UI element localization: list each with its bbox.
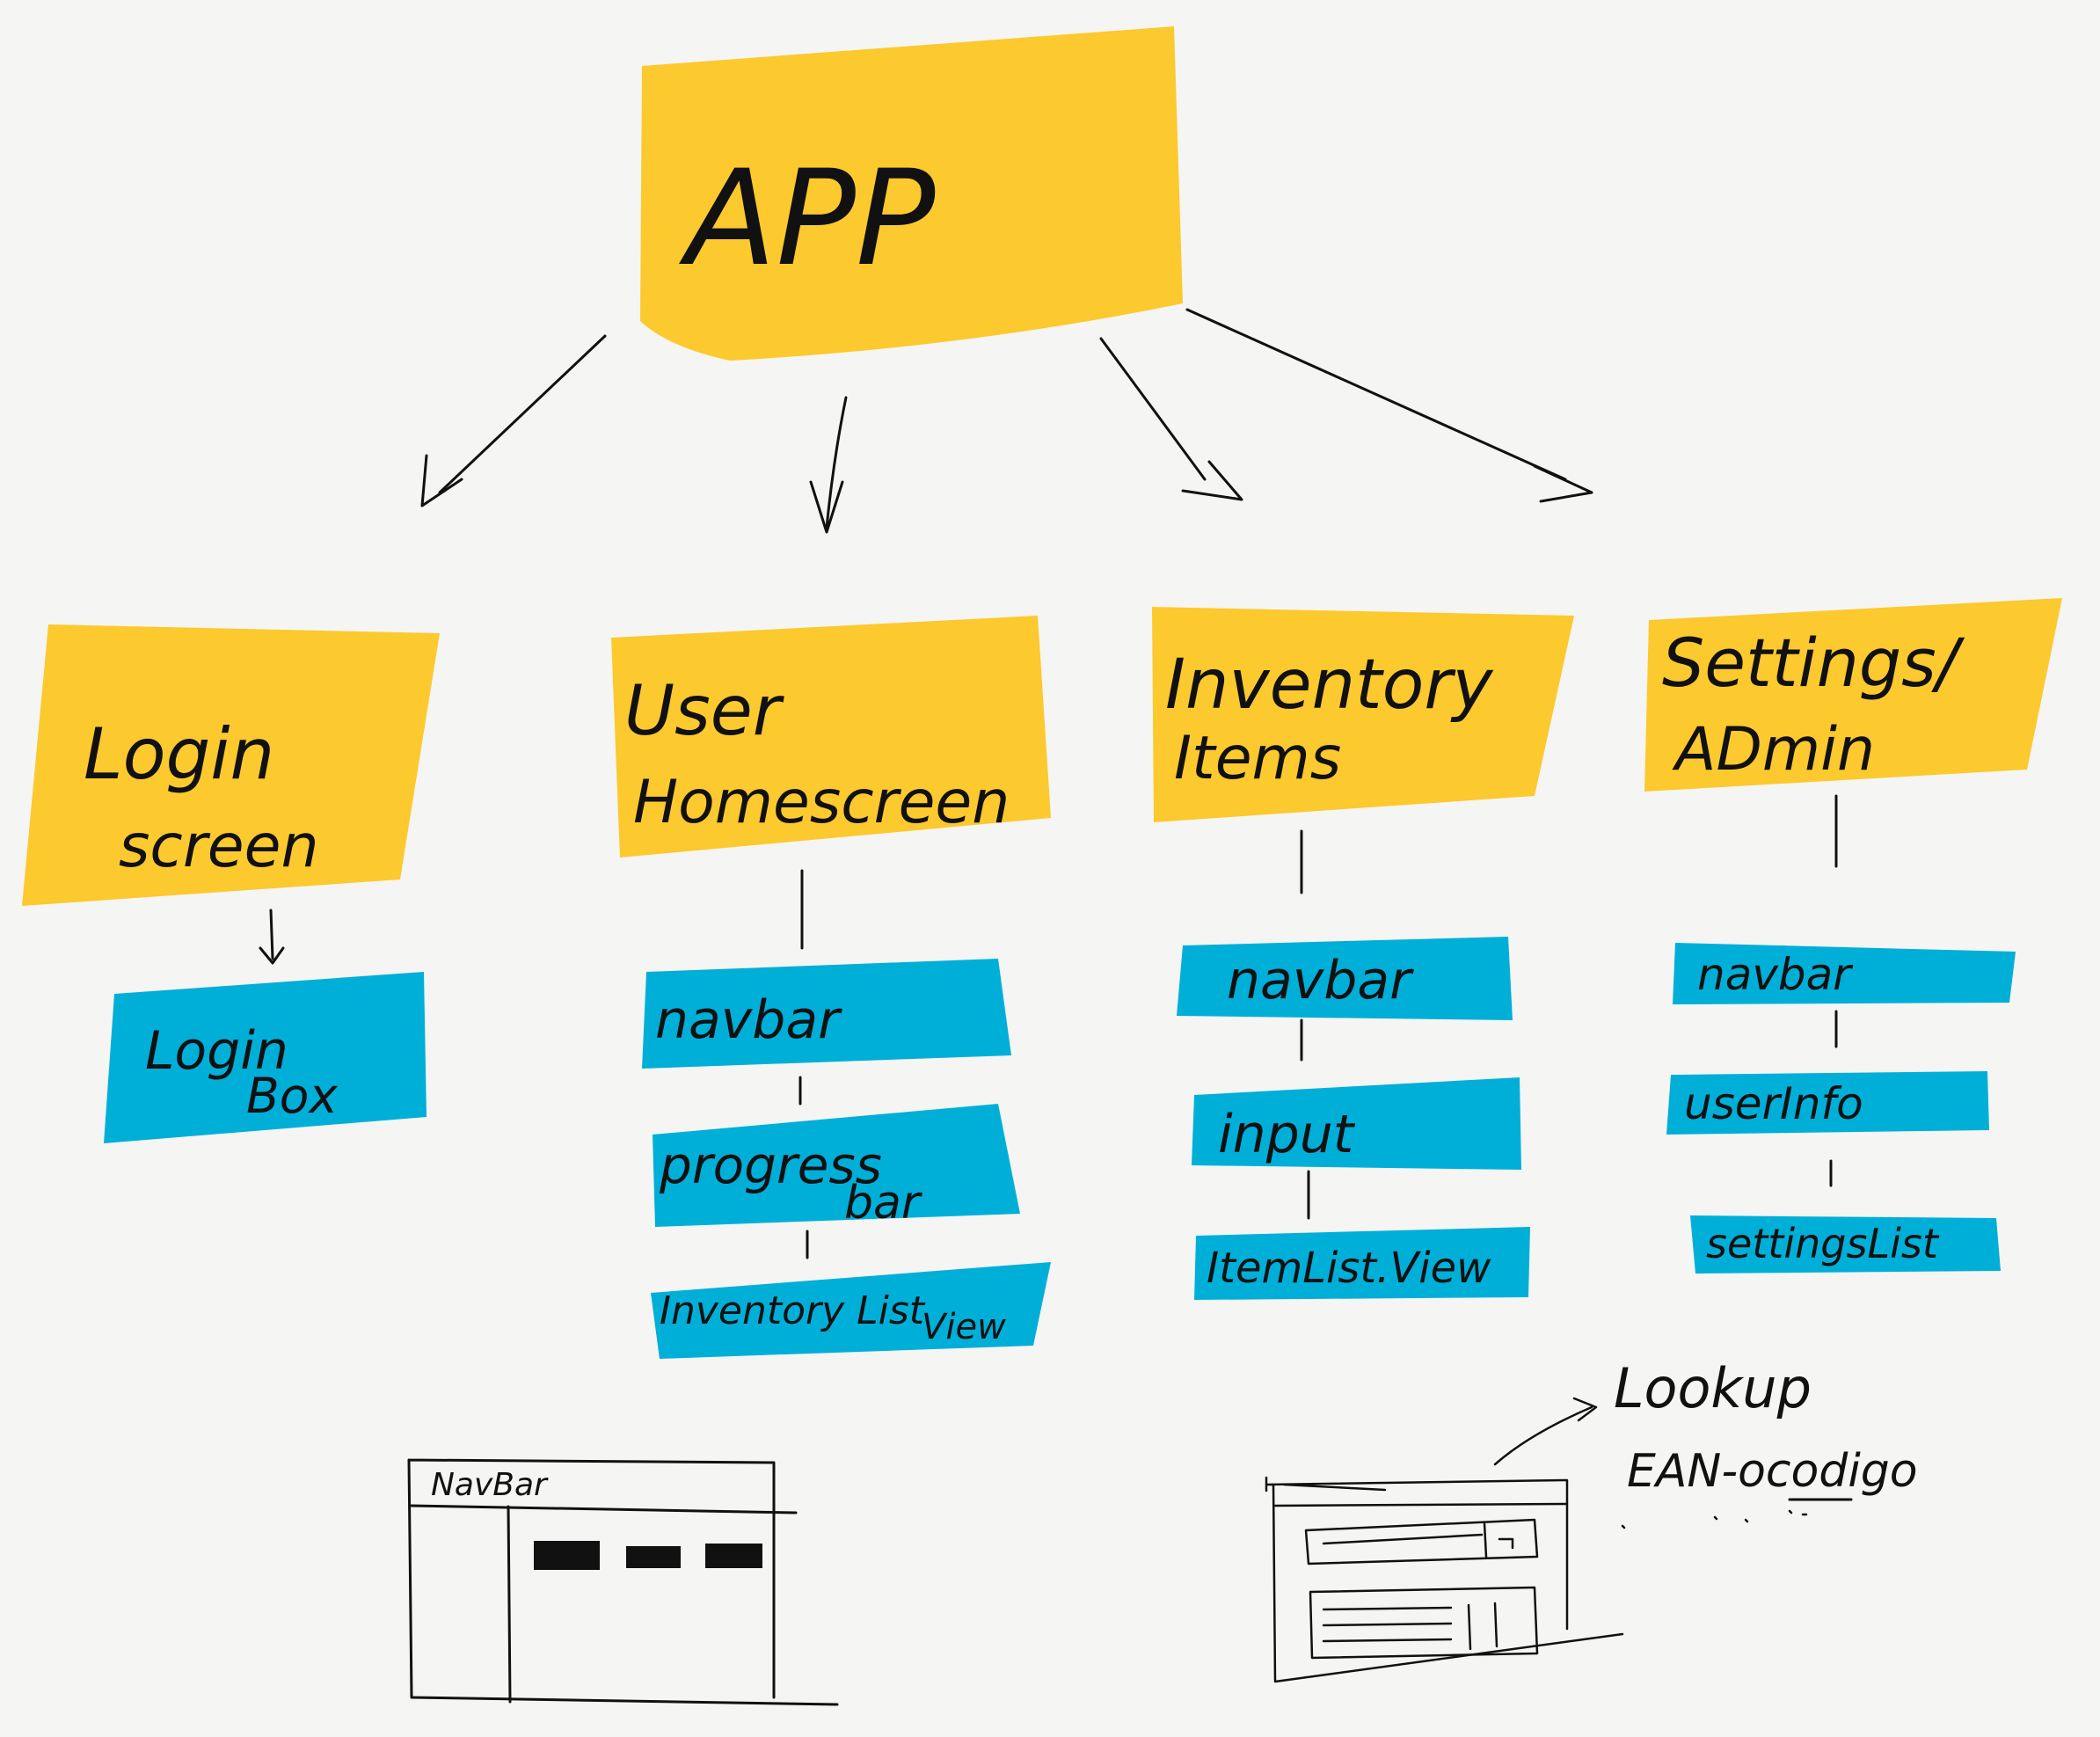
settings-navbar-label: navbar: [1697, 949, 1854, 1000]
settings-settingslist-node: [1690, 1215, 2001, 1274]
branch-inventory-items: Inventory Items navbar input ItemList.Vi…: [1152, 607, 1574, 1300]
arrow-to-user-homescreen: [809, 396, 848, 534]
login-box-label-line-1: Login: [145, 1020, 288, 1082]
lookup-header-divider: [1273, 1502, 1569, 1507]
arrow-to-inventory-items: [1099, 337, 1243, 501]
app-root-label: APP: [679, 142, 936, 296]
arrow-to-settings-admin: [1185, 308, 1593, 503]
inventory-items-title-line-2: Items: [1174, 724, 1341, 793]
login-screen-box: [22, 624, 440, 906]
user-inventory-list-view-label-line-2: View: [922, 1307, 1006, 1347]
lookup-input-text-line: [1322, 1533, 1484, 1545]
wireframe-card-2: [626, 1546, 681, 1568]
user-homescreen-box: [611, 616, 1051, 858]
wireframe-sidebar-divider: [507, 1505, 512, 1704]
root-arrows: [420, 308, 1593, 534]
settings-admin-title-line-1: Settings/: [1662, 624, 1965, 702]
settings-navbar-node: [1673, 943, 2016, 1004]
lookup-note-line-1: Lookup: [1614, 1356, 1812, 1420]
app-root-node: APP: [640, 26, 1183, 361]
lookup-list-rows: [1322, 1602, 1498, 1651]
settings-admin-box: [1644, 598, 2062, 792]
inventory-input-label: input: [1218, 1104, 1356, 1165]
settings-admin-title-line-2: ADmin: [1672, 715, 1875, 785]
branch-settings-admin: Settings/ ADmin navbar userInfo settings…: [1644, 598, 2062, 1274]
arrow-to-login-screen: [420, 334, 607, 507]
login-screen-down-arrow: [259, 909, 285, 965]
user-navbar-node: [642, 959, 1011, 1069]
inventory-items-box: [1152, 607, 1574, 822]
lookup-callout-arrowhead: [1572, 1397, 1598, 1422]
app-root-box: [640, 26, 1183, 361]
inventory-navbar-label: navbar: [1227, 950, 1414, 1011]
login-box-node: [104, 972, 427, 1143]
user-inventory-list-view-node: [651, 1262, 1051, 1359]
lookup-input-button: [1483, 1522, 1514, 1558]
inventory-itemlist-view-node: [1194, 1227, 1530, 1300]
user-homescreen-title-line-1: User: [624, 672, 785, 751]
branch-user-homescreen: User Homescreen navbar progress bar Inve…: [611, 616, 1051, 1359]
branch-login-screen: Login screen Login Box: [22, 624, 440, 1143]
lookup-input-box: [1304, 1518, 1539, 1565]
user-homescreen-title-line-2: Homescreen: [633, 768, 1010, 837]
login-box-label-line-2: Box: [246, 1068, 338, 1124]
wireframe-card-3: [705, 1544, 762, 1568]
user-navbar-label: navbar: [655, 989, 842, 1051]
lookup-list-box: [1309, 1586, 1539, 1660]
lookup-wireframe-sketch: Lookup EAN-ocodigo: [1265, 1356, 1918, 1683]
wireframe-navbar-divider: [410, 1504, 798, 1514]
navbar-wireframe-sketch: NavBar: [407, 1458, 839, 1706]
login-screen-title-line-1: Login: [84, 713, 274, 795]
lookup-note-line-2: EAN-ocodigo: [1627, 1445, 1918, 1498]
lookup-outer-frame: [1265, 1478, 1624, 1683]
inventory-items-title-line-1: Inventory: [1165, 646, 1494, 725]
inventory-itemlist-view-label: ItemList.View: [1207, 1244, 1491, 1293]
settings-settingslist-label: settingsList: [1706, 1220, 1940, 1267]
lookup-callout-arrow: [1493, 1405, 1593, 1466]
settings-userinfo-label: userInfo: [1684, 1078, 1863, 1129]
user-progress-bar-node: [653, 1104, 1020, 1227]
user-progress-bar-label-line-1: progress: [659, 1135, 882, 1195]
wireframe-navbar-label: NavBar: [431, 1467, 549, 1503]
lookup-note-dots: [1621, 1509, 1808, 1529]
user-progress-bar-label-line-2: bar: [844, 1177, 923, 1230]
settings-userinfo-node: [1666, 1071, 1989, 1135]
inventory-input-node: [1192, 1077, 1521, 1170]
user-inventory-list-view-label-line-1: Inventory List: [660, 1288, 926, 1333]
wireframe-outer-frame: [407, 1458, 839, 1706]
lookup-header-line: [1265, 1476, 1387, 1493]
login-screen-title-line-2: screen: [119, 812, 319, 881]
inventory-navbar-node: [1177, 937, 1513, 1020]
wireframe-card-1: [534, 1541, 600, 1570]
